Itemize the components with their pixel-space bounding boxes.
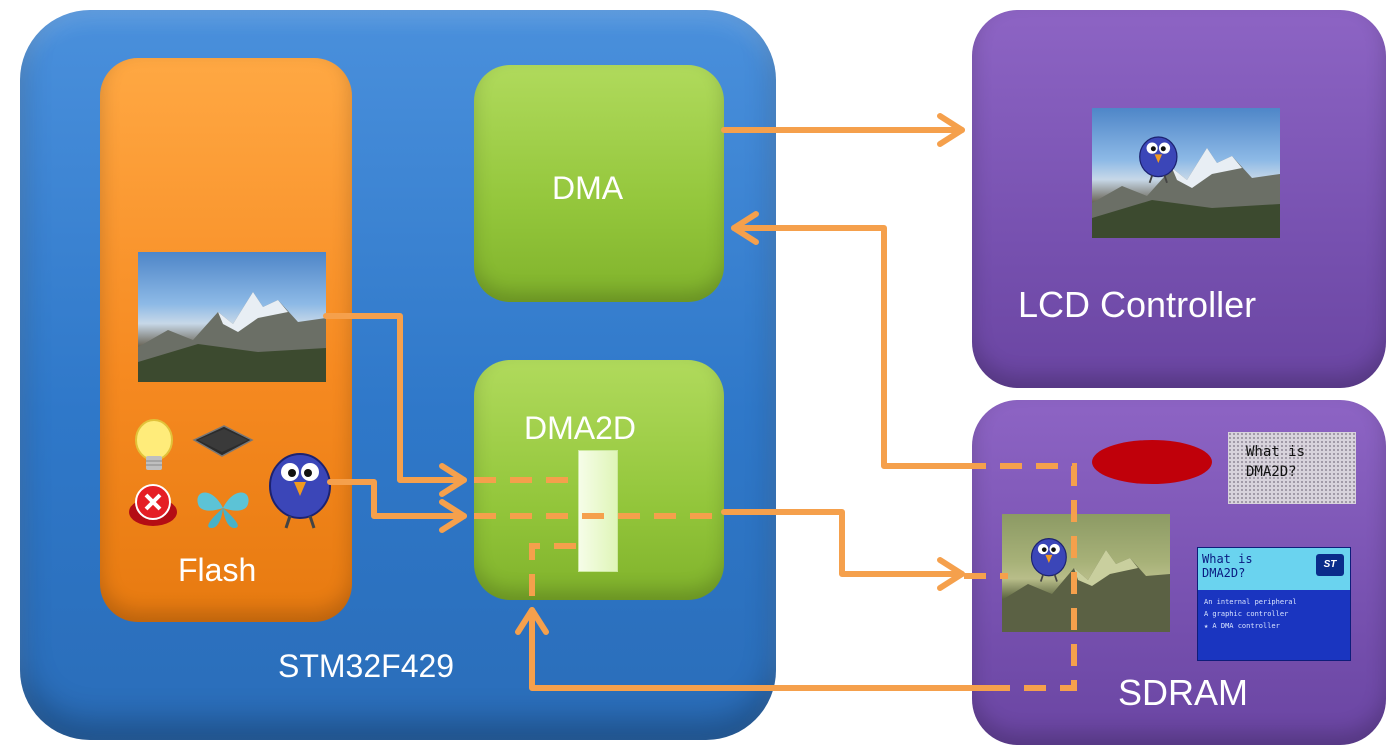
arrowhead-icon	[439, 499, 467, 533]
dma2d-to-sdram-arrow	[721, 509, 965, 577]
slide-title: What is DMA2D?	[1202, 552, 1253, 580]
chip-icon	[192, 425, 254, 457]
sdram-to-dma2d-arrow	[529, 607, 1003, 691]
slide-header: What is DMA2D? ST	[1198, 548, 1350, 590]
sdram-to-dma-arrow	[731, 225, 971, 469]
lcd-controller-label: LCD Controller	[1018, 284, 1257, 325]
close-button-icon	[129, 484, 177, 526]
butterfly-icon	[197, 492, 249, 528]
arrowhead-icon	[937, 557, 965, 591]
dma2d-label: DMA2D	[524, 410, 637, 446]
st-logo: ST	[1316, 554, 1344, 576]
flash-image-to-dma2d-arrow	[323, 313, 467, 483]
flash-label: Flash	[178, 552, 257, 588]
slide-bullet: ★ A DMA controller	[1204, 622, 1280, 630]
mcu-label: STM32F429	[278, 648, 455, 684]
blended-image	[1002, 514, 1170, 632]
sdram-label: SDRAM	[1118, 672, 1249, 713]
arrowhead-icon	[515, 607, 549, 635]
bird-icon	[1139, 136, 1178, 184]
text-layer-box: What is DMA2D?	[1228, 432, 1356, 504]
landscape-image	[138, 252, 326, 382]
arrowhead-icon	[731, 211, 759, 245]
slide-bullet: An internal peripheral	[1204, 598, 1297, 606]
text-layer-text: What is DMA2D?	[1246, 444, 1306, 480]
mountain-icon	[1002, 538, 1170, 632]
mountain-icon	[138, 292, 326, 382]
bird-icon	[1030, 538, 1067, 582]
mountain-icon	[1092, 136, 1280, 238]
slide-bullets: An internal peripheral A graphic control…	[1198, 590, 1350, 632]
dashed-path	[529, 543, 576, 610]
arrowhead-icon	[439, 463, 467, 497]
flash-bird-to-dma2d-arrow	[327, 479, 467, 519]
bird-icon	[269, 453, 331, 529]
dashed-path	[964, 463, 1077, 691]
lightbulb-icon	[135, 419, 173, 470]
slide-bullet: A graphic controller	[1204, 610, 1289, 618]
dma-label: DMA	[552, 170, 624, 206]
presentation-slide: What is DMA2D? ST An internal peripheral…	[1198, 548, 1350, 660]
red-ellipse-shape	[1092, 440, 1212, 484]
arrowhead-icon	[937, 113, 965, 147]
lcd-output-image	[1092, 108, 1280, 238]
dma2d-blend-bar	[578, 450, 618, 572]
dma-block	[474, 65, 724, 302]
